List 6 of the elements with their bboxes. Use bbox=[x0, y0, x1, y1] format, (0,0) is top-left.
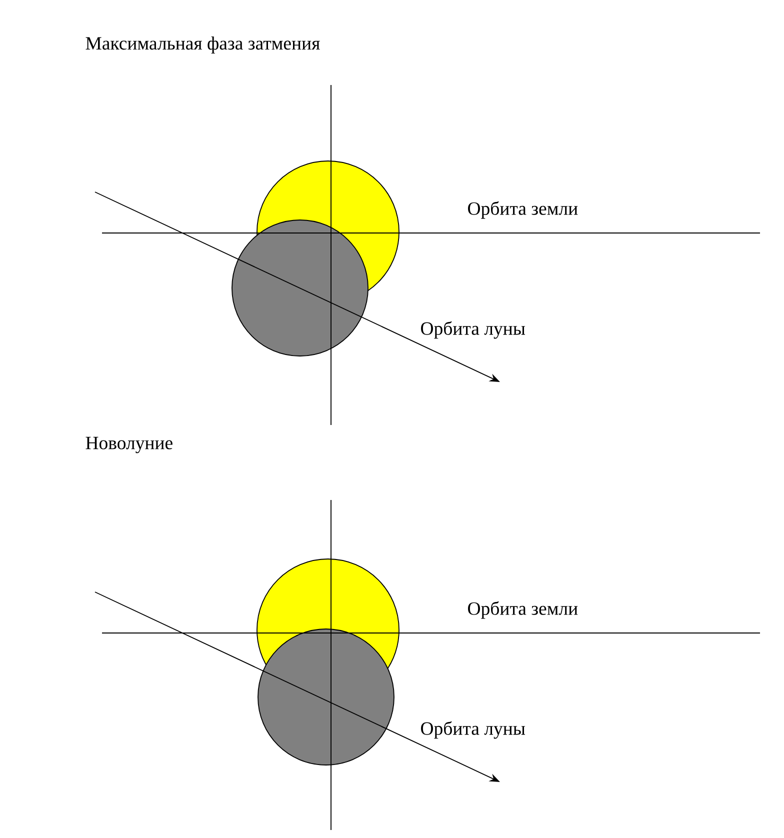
orbit-label: Орбита земли bbox=[468, 601, 578, 619]
orbit-label: Орбита луны bbox=[421, 321, 526, 339]
orbit-label: Орбита луны bbox=[421, 721, 526, 739]
heading: Новолуние bbox=[86, 436, 172, 454]
heading: Максимальная фаза затмения bbox=[86, 36, 320, 54]
orbit-label: Орбита земли bbox=[468, 201, 578, 219]
